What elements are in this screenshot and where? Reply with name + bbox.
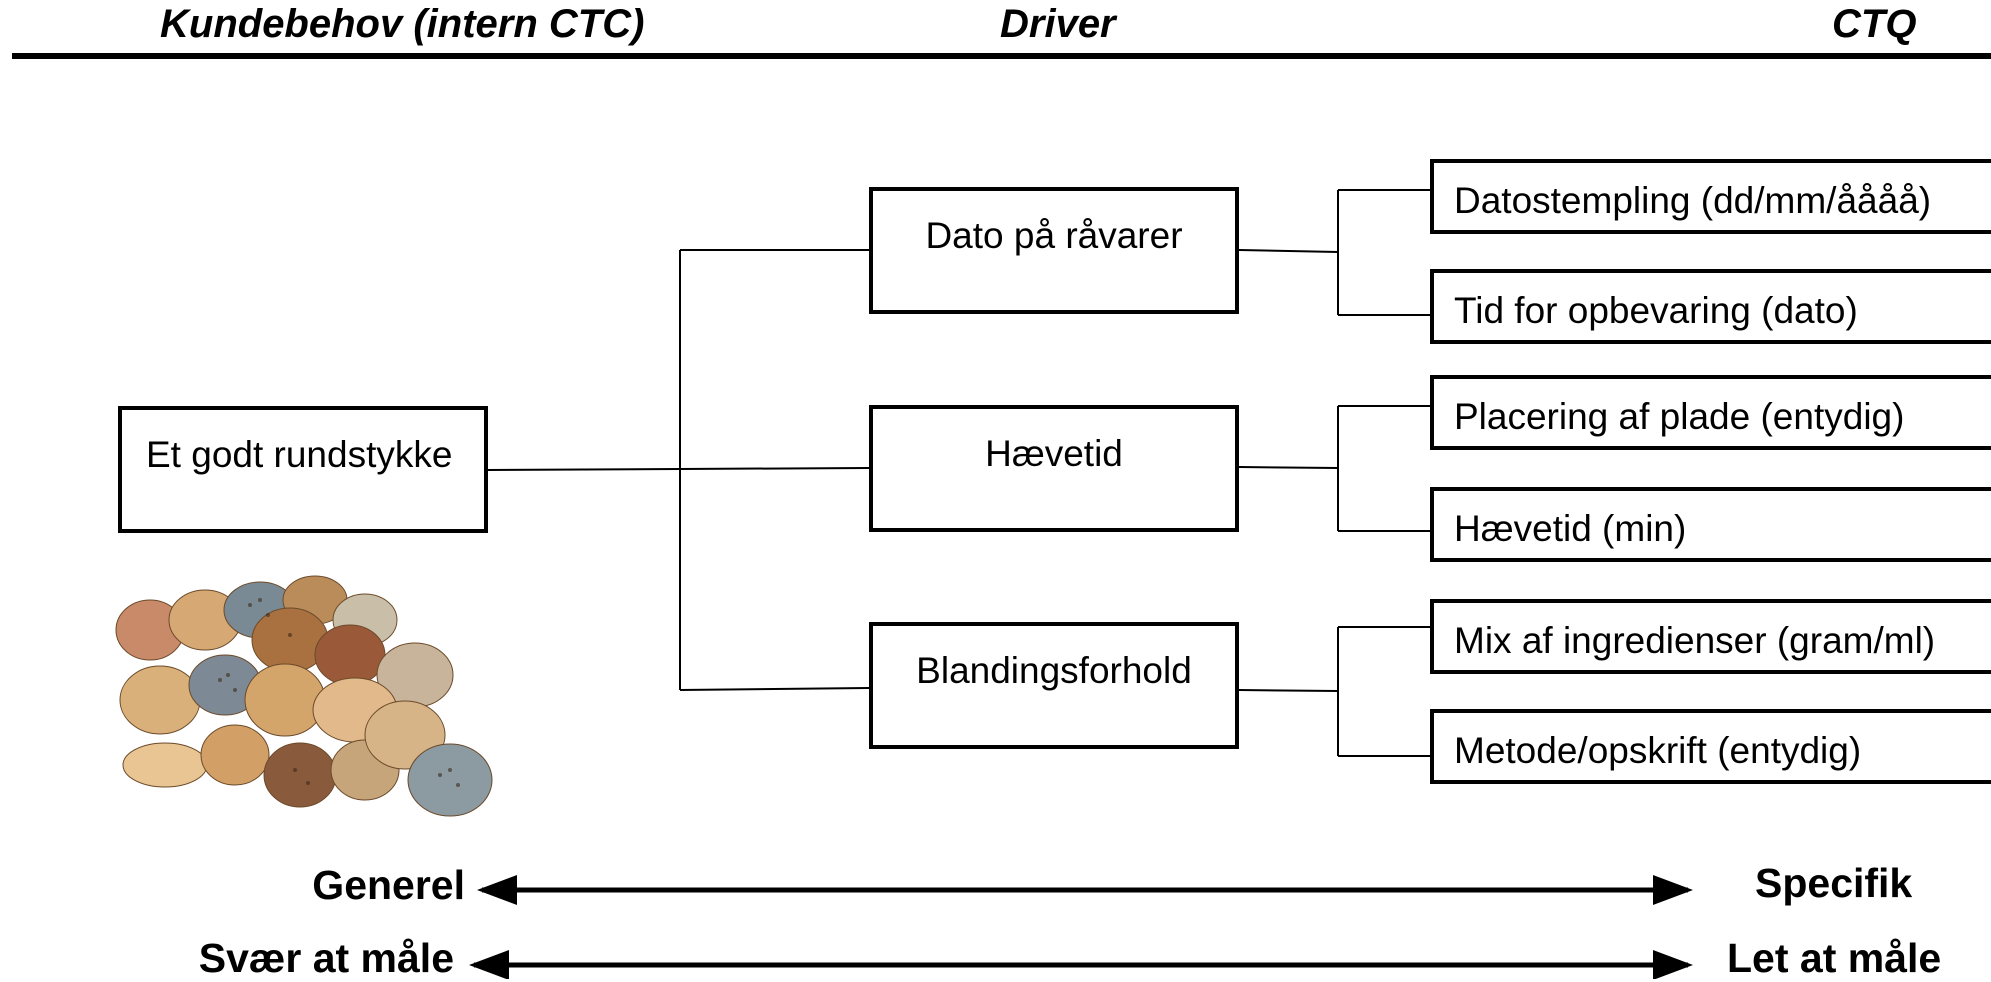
driver-label: Blandingsforhold [916,650,1192,691]
header-customer-need: Kundebehov (intern CTC) [160,2,645,46]
connector-trunk-driver-2 [679,687,870,691]
header-rule [12,53,1991,59]
ctq-label: Datostempling (dd/mm/åååå) [1454,180,1932,221]
ctq-label: Hævetid (min) [1454,508,1687,549]
header-driver: Driver [1000,2,1116,46]
ctq-box: Mix af ingredienser (gram/ml) [1430,599,1991,674]
driver-label: Hævetid [985,433,1123,474]
ctq-box: Metode/opskrift (entydig) [1430,709,1991,784]
connector-need-trunk [487,468,681,471]
scale-label-let-at-maale: Let at måle [1727,935,1942,981]
ctq-label: Metode/opskrift (entydig) [1454,730,1862,771]
driver-box: Dato på råvarer [869,187,1239,314]
bread-rolls-image [115,575,493,817]
ctq-box: Datostempling (dd/mm/åååå) [1430,159,1991,234]
ctq-box: Hævetid (min) [1430,487,1991,562]
driver-box: Blandingsforhold [869,622,1239,749]
customer-need-label: Et godt rundstykke [146,434,453,475]
driver-box: Hævetid [869,405,1239,532]
connector-driver-1 [1238,466,1339,469]
ctq-box: Placering af plade (entydig) [1430,375,1991,450]
ctq-label: Mix af ingredienser (gram/ml) [1454,620,1936,661]
connector-driver-0 [1238,249,1339,253]
scale-label-specifik: Specifik [1755,860,1913,906]
scale-label-generel: Generel [312,862,465,908]
header-ctq: CTQ [1832,2,1917,46]
ctq-box: Tid for opbevaring (dato) [1430,269,1991,344]
connector-trunk-driver-1 [679,467,870,470]
ctq-label: Tid for opbevaring (dato) [1454,290,1858,331]
customer-need-box: Et godt rundstykke [118,406,488,533]
scale-label-svaer-at-maale: Svær at måle [198,935,454,981]
driver-label: Dato på råvarer [925,215,1183,256]
ctq-label: Placering af plade (entydig) [1454,396,1905,437]
connector-driver-2 [1238,689,1339,692]
